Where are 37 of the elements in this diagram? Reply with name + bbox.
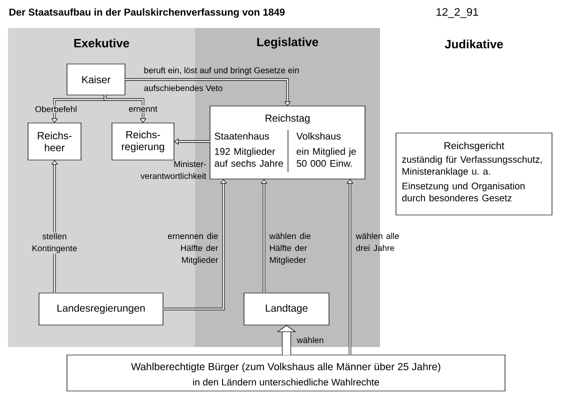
institution-box (210, 106, 366, 180)
institution-box: Kaiser (66, 64, 126, 96)
arrow (260, 179, 268, 293)
column-heading: Judikative (444, 40, 503, 48)
edge-label: wählen die Hälfte der Mitglieder (269, 232, 310, 265)
institution-box (66, 354, 506, 392)
institution-box (396, 132, 552, 216)
chamber-text: ein Mitglied je 50 000 Einw. (296, 148, 356, 167)
edge-label: beruft ein, löst auf und bringt Gesetze ein (144, 67, 299, 75)
column-heading: Exekutive (74, 38, 130, 48)
institution-box: Landesregierungen (38, 292, 164, 326)
edge-label: Oberbefehl (34, 105, 78, 113)
body-text: zuständig für Verfassungsschutz, Ministeranklage u. a. (402, 156, 542, 177)
edge-label: wählen alle drei Jahre (356, 232, 399, 251)
institution-box: Reichs- heer (28, 122, 82, 160)
arrow (346, 179, 354, 355)
chamber-heading: Staatenhaus (214, 132, 269, 140)
arrow (163, 179, 227, 310)
note-text: in den Ländern unterschiedliche Wahlrechte (193, 378, 380, 386)
chamber-heading: Volkshaus (296, 132, 341, 140)
edge-label: ernennen die Hälfte der Mitglieder (168, 232, 218, 265)
chamber-text: 192 Mitglieder auf sechs Jahre (214, 148, 283, 167)
reference-code: 12_2_91 (436, 8, 478, 18)
body-text: Einsetzung und Organisation durch besonderes Gesetz (402, 182, 525, 202)
arrow (174, 138, 210, 145)
title: Der Staatsaufbau in der Paulskirchenverfassung von 1849 (9, 8, 285, 18)
annotation: aufschiebendes Veto (144, 84, 222, 92)
edge-label: wählen (296, 336, 324, 344)
institution-box: Reichs- regierung (112, 122, 174, 160)
edge-label: stellen Kontingente (26, 232, 82, 254)
arrow (104, 95, 146, 123)
arrow (125, 78, 291, 106)
heading: Reichstag (266, 114, 310, 124)
column-heading: Legislative (257, 37, 318, 49)
heading: Reichsgericht (444, 142, 504, 152)
body-text: Wahlberechtigte Bürger (zum Volkshaus alle Männer über 25 Jahre) (131, 362, 440, 372)
edge-label: Minister- verantwortlichkeit (140, 160, 206, 179)
